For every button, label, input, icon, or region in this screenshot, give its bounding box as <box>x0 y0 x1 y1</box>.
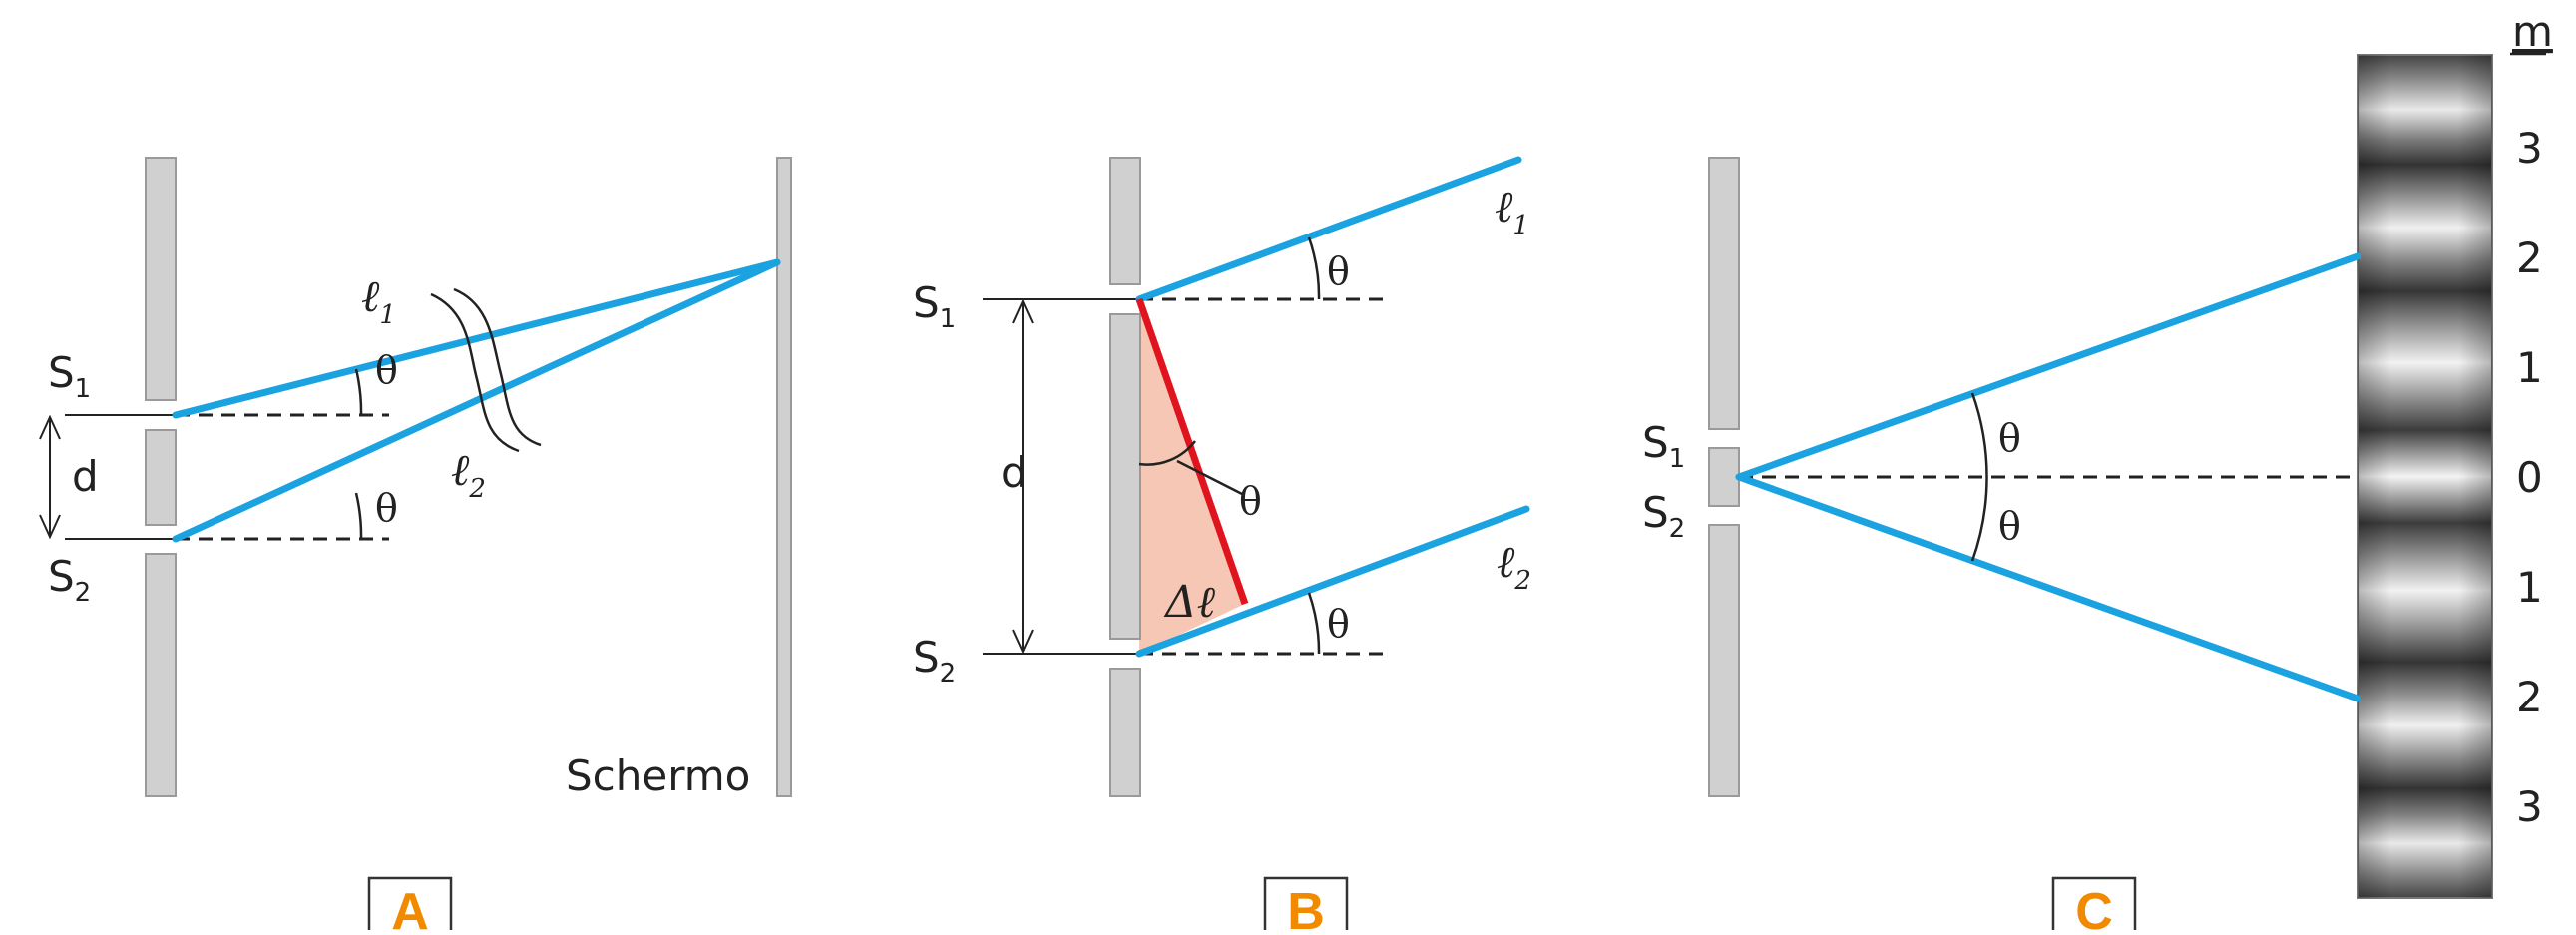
break-mark-1 <box>430 292 520 453</box>
barrier-bottom <box>1109 668 1141 797</box>
angle-arc-bottom <box>354 492 363 540</box>
label-s1: S1 <box>48 348 91 404</box>
label-l2: ℓ2 <box>451 445 486 504</box>
panel-a: S1 S2 d ℓ1 ℓ2 θ θ Schermo A <box>39 157 792 935</box>
barrier-middle <box>1109 313 1141 640</box>
ray-l1 <box>1135 156 1522 303</box>
ray-upper <box>1735 252 2361 481</box>
label-theta-top: θ <box>1327 249 1350 293</box>
screen <box>776 157 792 797</box>
ray-l2 <box>172 258 781 543</box>
barrier-middle <box>1708 447 1740 507</box>
label-theta-top: θ <box>375 348 398 392</box>
angle-arc <box>1970 392 1988 562</box>
label-screen: Schermo <box>566 751 750 800</box>
barrier-middle <box>145 429 177 526</box>
arrow-head-top <box>39 414 61 440</box>
label-theta-bottom: θ <box>1327 602 1350 646</box>
label-s2: S2 <box>48 552 91 608</box>
angle-arc-mid <box>1138 440 1196 466</box>
order-label: 2 <box>2516 673 2543 721</box>
interference-pattern-shade <box>2358 55 2492 898</box>
angle-arc-top <box>354 368 363 416</box>
label-delta-l: Δℓ <box>1163 577 1216 628</box>
arrow-head-top <box>1012 298 1034 324</box>
order-label: 2 <box>2516 234 2543 282</box>
barrier-top <box>1708 157 1740 430</box>
label-s2: S2 <box>913 633 956 689</box>
angle-arc-top <box>1307 236 1321 300</box>
arrow-head-bottom <box>39 514 61 540</box>
label-s2: S2 <box>1642 488 1685 544</box>
figure-box-b <box>1263 876 1349 935</box>
panel-b: S1 S2 d ℓ1 ℓ2 θ θ θ Δℓ B <box>913 156 1531 935</box>
label-d: d <box>1001 448 1028 497</box>
theta-pointer <box>1176 459 1243 496</box>
order-label: 3 <box>2516 782 2543 831</box>
break-mark-2 <box>453 287 542 447</box>
label-m-header: m <box>2512 7 2553 56</box>
figure-letter-a: A <box>391 883 429 930</box>
label-theta-top: θ <box>1998 416 2021 460</box>
path-difference-triangle <box>1139 299 1245 654</box>
ray-l2 <box>1135 505 1530 658</box>
order-label: 1 <box>2516 343 2543 392</box>
label-theta-bottom: θ <box>1998 504 2021 548</box>
order-label: 0 <box>2516 453 2543 502</box>
barrier-top <box>145 157 177 401</box>
ray-lower <box>1735 473 2361 702</box>
figure-box-c <box>2051 876 2137 935</box>
order-label: 1 <box>2516 563 2543 612</box>
angle-arc-bottom <box>1307 592 1321 655</box>
barrier-bottom <box>145 553 177 797</box>
label-l1: ℓ1 <box>1495 182 1529 240</box>
panel-c: S1 S2 θ θ m 3 2 1 0 1 2 3 C <box>1642 7 2553 935</box>
order-label: 3 <box>2516 124 2543 173</box>
barrier-top <box>1109 157 1141 285</box>
label-l1: ℓ1 <box>361 271 396 330</box>
label-s1: S1 <box>1642 418 1685 474</box>
path-difference-line <box>1135 297 1249 606</box>
ray-l1 <box>172 258 781 419</box>
label-theta-mid: θ <box>1239 479 1262 523</box>
figure-letter-c: C <box>2075 883 2113 930</box>
barrier-bottom <box>1708 524 1740 797</box>
figure-box-a <box>367 876 453 935</box>
arrow-head-bottom <box>1012 629 1034 655</box>
label-s1: S1 <box>913 278 956 334</box>
figure-letter-b: B <box>1287 883 1325 930</box>
label-l2: ℓ2 <box>1497 537 1531 596</box>
label-theta-bottom: θ <box>375 486 398 530</box>
label-d: d <box>72 452 99 501</box>
